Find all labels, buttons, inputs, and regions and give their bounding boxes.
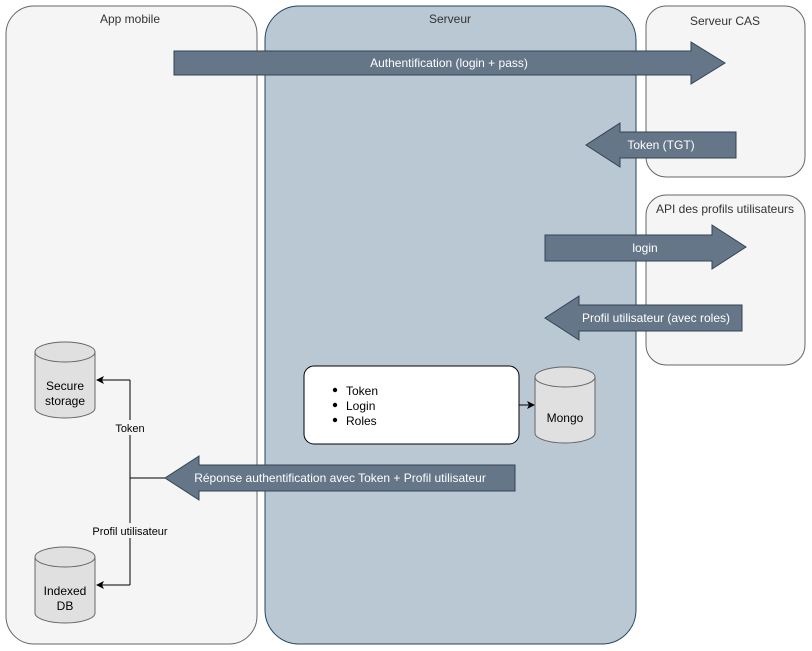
serveur-cas-title: Serveur CAS — [690, 14, 760, 28]
indexed-db-label-line1: Indexed — [44, 584, 87, 598]
token-tgt-arrow: Token (TGT) — [585, 122, 737, 168]
app-mobile-title: App mobile — [100, 12, 160, 26]
api-profils-container: API des profils utilisateurs — [645, 194, 806, 366]
session-item-login: Login — [346, 399, 375, 413]
token-tgt-arrow-label: Token (TGT) — [627, 138, 694, 152]
profil-connector-label-text: Profil utilisateur — [92, 526, 168, 538]
reponse-arrow-label: Réponse authentification avec Token + Pr… — [194, 471, 486, 485]
session-data-box: Token Login Roles — [303, 365, 520, 445]
login-arrow: login — [544, 224, 747, 270]
session-item-token: Token — [346, 384, 378, 398]
app-mobile-container: App mobile — [5, 5, 258, 645]
secure-storage-database: Secure storage — [34, 341, 96, 419]
secure-storage-label-line1: Secure — [46, 379, 84, 393]
login-arrow-label: login — [632, 241, 657, 255]
profil-connector-label: Profil utilisateur — [90, 523, 170, 538]
token-connector-label: Token — [113, 420, 147, 435]
mongo-database: Mongo — [534, 366, 596, 444]
serveur-title: Serveur — [429, 12, 471, 26]
authentification-arrow-label: Authentification (login + pass) — [370, 56, 528, 70]
mongo-label: Mongo — [547, 411, 584, 425]
token-connector-label-text: Token — [115, 423, 144, 435]
secure-storage-label-line2: storage — [45, 394, 85, 408]
profil-roles-arrow: Profil utilisateur (avec roles) — [544, 295, 743, 341]
indexed-db-label-line2: DB — [57, 599, 74, 613]
api-profils-title: API des profils utilisateurs — [656, 202, 794, 216]
authentification-arrow: Authentification (login + pass) — [173, 41, 726, 85]
indexed-db-database: Indexed DB — [34, 546, 96, 624]
session-item-roles: Roles — [346, 414, 377, 428]
profil-roles-arrow-label: Profil utilisateur (avec roles) — [582, 311, 730, 325]
reponse-arrow: Réponse authentification avec Token + Pr… — [164, 455, 516, 501]
